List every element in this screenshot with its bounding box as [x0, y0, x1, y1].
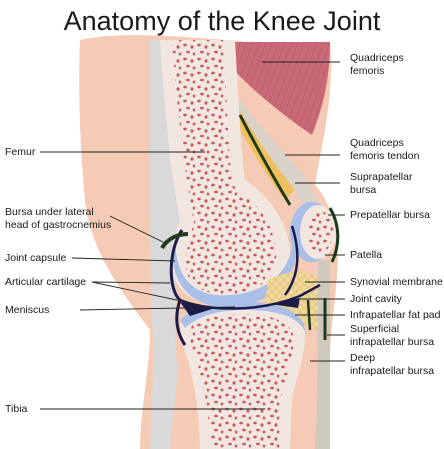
tibia-marrow — [190, 314, 294, 449]
joint-capsule-anterior — [283, 225, 299, 296]
label-synovial-membrane: Synovial membrane — [350, 276, 443, 288]
label-prepatellar-bursa: Prepatellar bursa — [350, 209, 430, 221]
patella-marrow — [307, 211, 333, 253]
label-tibia: Tibia — [5, 403, 28, 415]
femur-marrow — [172, 40, 277, 294]
quadriceps-muscle — [190, 42, 330, 135]
synovial-membrane — [179, 283, 321, 310]
label-joint-cavity: Joint cavity — [350, 293, 403, 305]
meniscus — [180, 302, 215, 316]
label-deep-infrapatellar-bursa: Deep infrapatellar bursa — [350, 352, 434, 377]
label-patella: Patella — [350, 249, 382, 261]
label-quadriceps-femoris: Quadriceps femoris — [350, 52, 407, 77]
label-suprapatellar-bursa: Suprapatellar bursa — [350, 171, 415, 196]
label-quadriceps-tendon: Quadriceps femoris tendon — [350, 137, 420, 162]
label-bursa-gastrocnemius: Bursa under lateral head of gastrocnemiu… — [5, 206, 111, 231]
label-joint-capsule: Joint capsule — [5, 252, 66, 264]
joint-capsule-posterior — [169, 229, 187, 346]
label-meniscus: Meniscus — [5, 304, 49, 316]
femur-cartilage — [173, 232, 297, 307]
label-superficial-infrapatellar-bursa: Superficial infrapatellar bursa — [350, 323, 434, 348]
prepatellar-bursa — [328, 207, 340, 263]
leader-lines — [40, 61, 345, 410]
label-femur: Femur — [5, 146, 36, 158]
label-articular-cartilage: Articular cartilage — [5, 276, 86, 288]
bursa-gastrocnemius — [160, 232, 189, 250]
quadriceps-tendon-bursa — [238, 114, 292, 206]
diagram-title: Anatomy of the Knee Joint — [64, 6, 381, 36]
meniscus-anterior — [270, 298, 300, 308]
label-infrapatellar-fat-pad: Infrapatellar fat pad — [350, 309, 441, 321]
